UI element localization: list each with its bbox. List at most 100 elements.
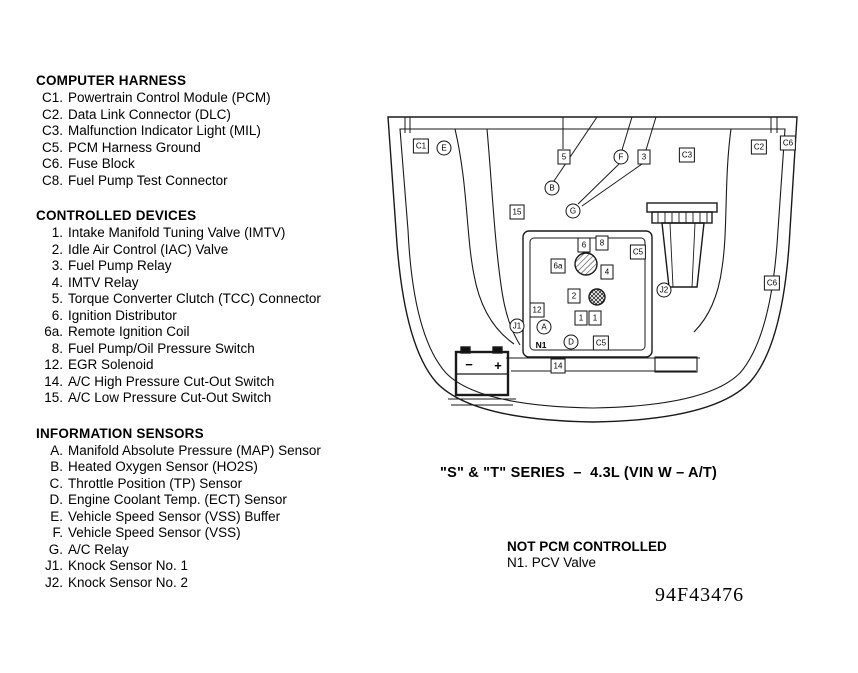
legend-item-id: 6a.: [44, 324, 63, 339]
marker-C6: C6: [763, 275, 781, 291]
marker-G: G: [565, 203, 581, 219]
legend-section-title: CONTROLLED DEVICES: [36, 208, 197, 223]
legend-item: D. Engine Coolant Temp. (ECT) Sensor: [36, 492, 386, 509]
legend-item: 3. Fuel Pump Relay: [36, 258, 386, 275]
legend-item-id: E.: [50, 508, 63, 524]
legend-item-label: Powertrain Control Module (PCM): [68, 90, 271, 105]
legend-item-id: G.: [48, 541, 63, 557]
marker-A: A: [536, 319, 552, 335]
legend-item-label: Fuse Block: [68, 156, 135, 171]
legend-item: 1. Intake Manifold Tuning Valve (IMTV): [36, 225, 386, 242]
legend-item: 5.Torque Converter Clutch (TCC) Connecto…: [36, 291, 386, 308]
legend-item: E. Vehicle Speed Sensor (VSS) Buffer: [36, 509, 386, 526]
legend-item: 6a. Remote Ignition Coil: [36, 324, 386, 341]
marker-6a: 6a: [550, 258, 566, 274]
marker-C3: C3: [678, 147, 696, 163]
legend-item-id: C.: [49, 475, 64, 491]
legend-item-label: EGR Solenoid: [68, 357, 154, 372]
legend-item: 6.Ignition Distributor: [36, 308, 386, 325]
marker-C5: C5: [592, 335, 610, 351]
legend-item: 15.A/C Low Pressure Cut-Out Switch: [36, 390, 386, 407]
not-pcm-block: NOT PCM CONTROLLED N1. PCV Valve: [507, 538, 667, 571]
legend-item: C5. PCM Harness Ground: [36, 140, 386, 157]
marker-J1: J1: [509, 318, 525, 334]
legend-item: G. A/C Relay: [36, 542, 386, 559]
marker-1: 1: [574, 310, 588, 326]
marker-C5: C5: [629, 244, 647, 260]
legend-item-id: A.: [50, 442, 63, 458]
legend-item-id: C1.: [41, 90, 63, 105]
legend-item-id: C2.: [41, 106, 63, 122]
marker-14: 14: [550, 358, 566, 374]
marker-C2: C2: [750, 139, 768, 155]
legend-item-id: C8.: [41, 172, 63, 188]
legend-item-label: A/C Relay: [68, 541, 129, 557]
legend-item: 12. EGR Solenoid: [36, 357, 386, 374]
legend-item: J1. Knock Sensor No. 1: [36, 558, 386, 575]
marker-D: D: [563, 334, 579, 350]
legend-section: CONTROLLED DEVICES 1. Intake Manifold Tuni…: [36, 207, 386, 407]
legend-item-id: 2.: [51, 241, 63, 257]
legend-item: C2. Data Link Connector (DLC): [36, 107, 386, 124]
marker-12: 12: [529, 302, 545, 318]
legend-item: 4.IMTV Relay: [36, 275, 386, 292]
legend-item-id: 6.: [51, 307, 63, 323]
marker-N1: N1: [535, 339, 547, 350]
legend-item-id: D.: [49, 492, 64, 507]
legend-item-label: Vehicle Speed Sensor (VSS): [68, 525, 241, 540]
figure-code: 94F43476: [655, 584, 745, 606]
legend-item-label: Intake Manifold Tuning Valve (IMTV): [68, 225, 286, 240]
legend-item: B. Heated Oxygen Sensor (HO2S): [36, 459, 386, 476]
legend-item-id: C5.: [41, 139, 63, 155]
legend-section-title: INFORMATION SENSORS: [36, 425, 204, 441]
not-pcm-title: NOT PCM CONTROLLED: [507, 539, 667, 554]
legend-item-label: Remote Ignition Coil: [68, 324, 190, 339]
legend-item-id: C6.: [41, 156, 63, 171]
legend-item-label: IMTV Relay: [68, 274, 139, 290]
legend-item: J2.Knock Sensor No. 2: [36, 575, 386, 592]
not-pcm-item: N1. PCV Valve: [507, 555, 667, 571]
marker-C1: C1: [412, 138, 430, 154]
legend-item-id: 1.: [51, 225, 63, 240]
legend-item-label: Idle Air Control (IAC) Valve: [68, 241, 229, 257]
legend-item-id: 12.: [44, 357, 63, 372]
legend-item-label: Engine Coolant Temp. (ECT) Sensor: [68, 492, 287, 507]
legend-item-id: F.: [52, 525, 63, 540]
legend-item-label: Malfunction Indicator Light (MIL): [68, 123, 261, 138]
not-pcm-item-id: N1.: [507, 555, 529, 570]
legend-item: 8.Fuel Pump/Oil Pressure Switch: [36, 341, 386, 358]
marker-5: 5: [557, 149, 571, 165]
legend-item-label: Manifold Absolute Pressure (MAP) Sensor: [68, 442, 321, 458]
marker-4: 4: [600, 264, 614, 280]
legend-item-id: J1.: [44, 558, 63, 573]
legend-item: 2. Idle Air Control (IAC) Valve: [36, 242, 386, 259]
legend-item: C6. Fuse Block: [36, 156, 386, 173]
legend-item-label: Throttle Position (TP) Sensor: [68, 475, 243, 491]
legend-item-label: Heated Oxygen Sensor (HO2S): [68, 459, 258, 474]
legend-item-id: B.: [50, 459, 63, 474]
legend-item-id: 14.: [44, 373, 63, 389]
legend-item: C1. Powertrain Control Module (PCM): [36, 90, 386, 107]
marker-8: 8: [595, 235, 609, 251]
marker-C6: C6: [779, 135, 797, 151]
legend-item-label: Fuel Pump Test Connector: [68, 172, 228, 188]
legend-item-id: 5.: [51, 291, 63, 306]
legend-item: C8. Fuel Pump Test Connector: [36, 173, 386, 190]
legend-item-label: Knock Sensor No. 1: [68, 558, 189, 573]
marker-F: F: [613, 149, 629, 165]
marker-3: 3: [637, 149, 651, 165]
marker-6: 6: [577, 237, 591, 253]
legend-item-id: 3.: [51, 258, 63, 273]
legend-item: C.Throttle Position (TP) Sensor: [36, 476, 386, 493]
legend-item-label: A/C Low Pressure Cut-Out Switch: [68, 390, 272, 405]
legend-item-label: Data Link Connector (DLC): [68, 106, 231, 122]
marker-E: E: [436, 140, 452, 156]
legend-item-label: Vehicle Speed Sensor (VSS) Buffer: [68, 508, 281, 524]
legend-item-label: PCM Harness Ground: [68, 139, 201, 155]
legend-item-label: Fuel Pump Relay: [68, 258, 172, 273]
